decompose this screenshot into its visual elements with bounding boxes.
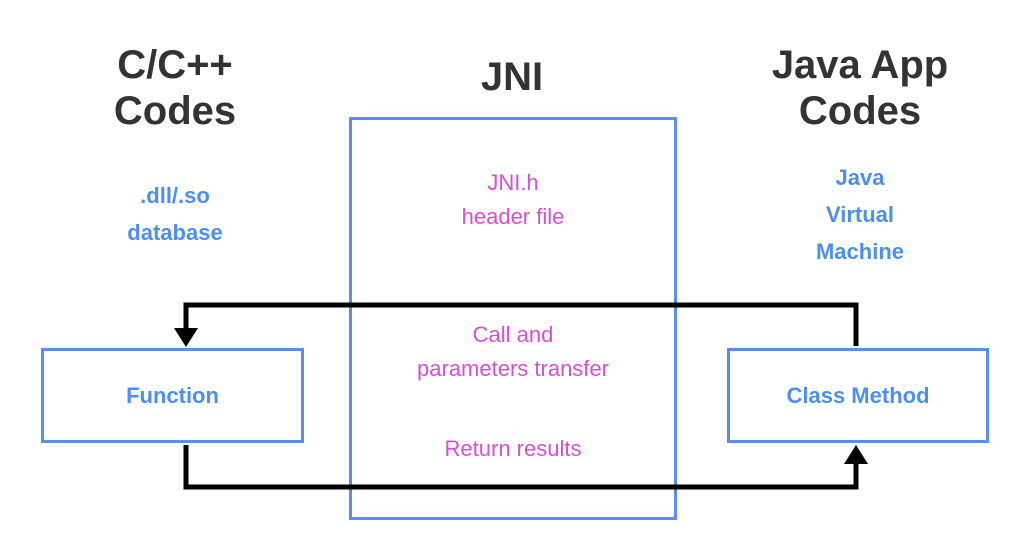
jni-header-file-label: JNI.h header file [350, 166, 676, 234]
jni-h-line: JNI.h [487, 170, 539, 195]
jvm-line-3: Machine [815, 239, 905, 264]
call-arrowhead [174, 328, 198, 347]
return-arrow-line [183, 445, 859, 490]
java-app-codes-title-line-1: Java App [771, 43, 949, 87]
dll-so-database-label: .dll/.so database [70, 177, 280, 251]
jvm-line-2: Virtual [825, 202, 895, 227]
dll-so-line: .dll/.so [140, 183, 210, 208]
class-method-label: Class Method [786, 383, 930, 408]
function-box [41, 348, 304, 443]
call-arrow-line [183, 302, 859, 346]
cpp-codes-title-line-2: Codes [113, 89, 237, 133]
parameters-transfer-line: parameters transfer [417, 356, 609, 381]
java-app-codes-title: Java App Codes [740, 42, 980, 134]
header-file-line: header file [461, 204, 565, 229]
jni-title: JNI [480, 55, 544, 99]
jni-box [349, 117, 677, 520]
cpp-codes-title: C/C++ Codes [70, 42, 280, 134]
class-method-box [727, 348, 989, 443]
return-results-label: Return results [444, 436, 582, 461]
cpp-codes-title-line-1: C/C++ [117, 43, 233, 87]
java-app-codes-title-line-2: Codes [798, 89, 922, 133]
call-and-line: Call and [472, 322, 554, 347]
jvm-label: Java Virtual Machine [740, 159, 980, 270]
call-parameters-transfer-label: Call and parameters transfer [350, 318, 676, 386]
function-label: Function [126, 383, 219, 408]
jvm-line-1: Java [835, 165, 885, 190]
return-arrowhead [844, 445, 868, 464]
database-line: database [127, 220, 223, 245]
